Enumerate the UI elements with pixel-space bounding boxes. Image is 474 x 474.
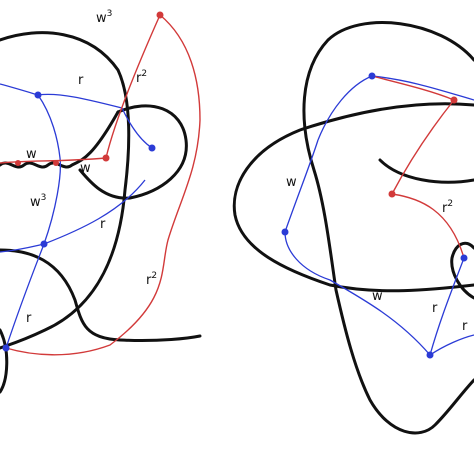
left-red-vertex-wave-1 xyxy=(15,160,21,166)
right-blue-edge-bottom-right xyxy=(429,334,474,356)
left-diagram: w3 r r2 w w w3 r r2 r xyxy=(0,9,202,394)
left-blue-edge-vertical xyxy=(5,94,62,349)
left-knot-right-lobe xyxy=(78,104,188,200)
right-diagram: w r2 w r r xyxy=(232,21,474,435)
right-blue-edge-left xyxy=(284,139,319,233)
left-red-vertex-wave-2 xyxy=(53,160,59,166)
left-label-r-bottom: r xyxy=(26,311,32,326)
left-red-vertex-center xyxy=(102,154,110,162)
right-knot-inner-bend xyxy=(378,158,474,184)
right-blue-edge-up-right xyxy=(429,257,465,356)
left-blue-vertex-right xyxy=(148,144,156,152)
left-label-r-mid: r xyxy=(100,217,106,232)
right-label-w-bottom: w xyxy=(372,289,383,304)
right-label-r-right: r xyxy=(462,319,468,334)
right-blue-vertex-left xyxy=(281,228,289,236)
left-knot-wavy-strand xyxy=(0,110,120,169)
left-blue-edge-right-dot xyxy=(121,107,153,149)
right-red-vertex-top xyxy=(450,96,458,104)
right-knot-horizontal-loop xyxy=(232,102,474,293)
right-knot-vertical-loop xyxy=(302,21,474,435)
left-knot-bottom-tail xyxy=(0,328,9,394)
right-blue-vertex-top xyxy=(368,72,376,80)
right-blue-vertex-small-loop xyxy=(460,254,468,262)
left-red-edge-big-arc xyxy=(5,14,201,356)
left-red-edge-top-spoke xyxy=(105,14,161,159)
right-label-w-left: w xyxy=(286,175,297,190)
right-blue-vertex-bottom xyxy=(426,351,434,359)
left-blue-edge-top xyxy=(0,83,123,109)
left-label-w3-top: w3 xyxy=(96,9,112,26)
right-blue-edge-bottom xyxy=(284,231,431,356)
right-red-edge-left-spoke xyxy=(371,75,455,101)
left-red-edge-wave xyxy=(0,157,107,164)
left-blue-edge-lower xyxy=(0,179,146,253)
left-label-w-wave-right: w xyxy=(80,161,91,176)
left-knot-outer-loop xyxy=(0,31,131,350)
right-red-edge-center xyxy=(391,99,455,195)
right-label-r-bottom: r xyxy=(432,301,438,316)
left-label-r2-top: r2 xyxy=(136,69,147,86)
left-blue-vertex-top xyxy=(34,91,42,99)
right-label-r2-center: r2 xyxy=(442,199,453,216)
left-label-r-top: r xyxy=(78,73,84,88)
right-knot-small-loop xyxy=(450,241,474,300)
left-knot-bottom-strand xyxy=(0,248,202,343)
left-blue-vertex-bottom xyxy=(2,344,10,352)
right-red-edge-lower xyxy=(391,193,465,259)
left-label-r2-right: r2 xyxy=(146,271,157,288)
right-red-vertex-center xyxy=(388,190,396,198)
left-blue-vertex-mid xyxy=(40,240,48,248)
left-red-vertex-top xyxy=(156,11,164,19)
left-label-w-wave-left: w xyxy=(26,147,37,162)
left-label-w3-mid: w3 xyxy=(30,193,46,210)
